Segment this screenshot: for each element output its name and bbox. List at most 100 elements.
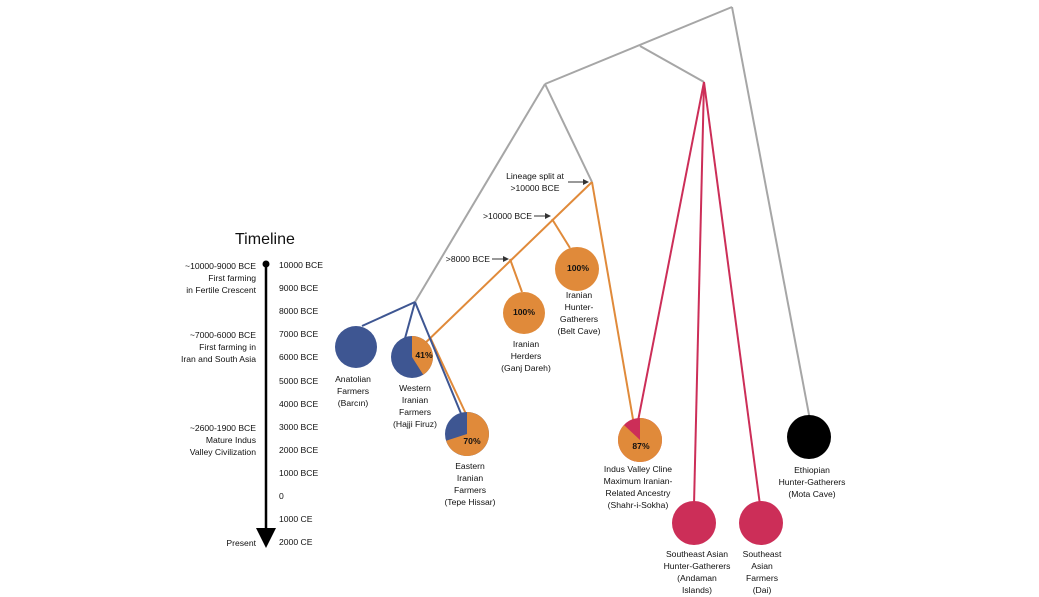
orange-iranian-branches [419, 181, 635, 426]
population-label-line: Maximum Iranian- [603, 476, 673, 486]
timeline-axis [256, 260, 276, 548]
population-label-line: Hunter-Gatherers [663, 561, 731, 571]
population-label-line: Farmers [399, 407, 431, 417]
population-label-line: Hunter-Gatherers [778, 477, 846, 487]
population-label-line: (Barcın) [337, 398, 369, 408]
population-label-line: Gatherers [559, 314, 599, 324]
population-label-line: (Dai) [752, 585, 772, 595]
branch-root-right [731, 6, 811, 421]
population-label-line: Iranian [512, 339, 540, 349]
timeline-event-line: Mature Indus [205, 435, 256, 445]
pie-iranian-hg [555, 247, 599, 291]
pie-eastern-iranian [445, 412, 490, 457]
crimson-asian-branches [637, 81, 761, 506]
timeline-event-line: Iran and South Asia [180, 354, 256, 364]
timeline-tick-label: 0 [279, 491, 284, 501]
timeline-tick-label: 9000 BCE [279, 283, 319, 294]
branch-crimson-andaman [693, 81, 705, 506]
split-annotation-line: >10000 BCE [483, 211, 532, 221]
split-annotation-line: >10000 BCE [510, 183, 560, 193]
population-label-line: Farmers [337, 386, 369, 396]
timeline-tick-label: 7000 BCE [279, 329, 319, 340]
timeline-tick-label: 5000 BCE [279, 375, 319, 386]
timeline-event-line: ~2600-1900 BCE [189, 423, 256, 433]
pie-percent-label: 100% [567, 263, 589, 273]
pie-sea-hg [672, 501, 716, 545]
split-annotation-line: >8000 BCE [445, 254, 490, 264]
branch-root-left [544, 6, 733, 85]
split-annotation: >10000 BCE [470, 210, 532, 222]
population-label-line: Asian [751, 561, 773, 571]
pie-base-iranian-hg [555, 247, 599, 291]
population-label-line: Southeast Asian [665, 549, 729, 559]
population-label-line: (Ganj Dareh) [501, 363, 551, 373]
population-label-line: Iranian [565, 290, 593, 300]
pie-sea-farmers [739, 501, 783, 545]
timeline-title: Timeline [235, 231, 295, 248]
population-label-line: Iranian [401, 395, 429, 405]
population-label-line: Hunter- [564, 302, 594, 312]
timeline-present-label: Present [226, 538, 256, 548]
population-label-line: Farmers [454, 485, 486, 495]
branch-crimson-indus [637, 81, 705, 422]
pie-anatolian [335, 326, 377, 368]
population-label-line: (Mota Cave) [788, 489, 836, 499]
branch-west-right [544, 83, 593, 183]
branch-blue-eastern [414, 301, 463, 417]
timeline-tick-label: 2000 CE [279, 537, 313, 548]
pie-base-iranian-herders [503, 292, 545, 334]
split-annotation-line: Lineage split at [506, 171, 564, 181]
timeline-event-line: Valley Civilization [189, 447, 256, 457]
timeline-event-line: ~7000-6000 BCE [189, 330, 256, 340]
timeline-tick-label: 1000 CE [279, 514, 313, 525]
branch-orange-hissar [429, 336, 467, 415]
pie-base-anatolian [335, 326, 377, 368]
population-label-line: Eastern [455, 461, 485, 471]
population-label-line: (Hajji Firuz) [393, 419, 437, 429]
branch-mid-east [639, 45, 705, 83]
pie-slice-indus-cline [618, 418, 662, 462]
timeline-event-line: ~10000-9000 BCE [185, 261, 256, 271]
pie-ethiopian-hg [787, 415, 831, 459]
pie-base-sea-hg [672, 501, 716, 545]
pie-indus-cline [618, 418, 662, 462]
branch-orange-indus [591, 181, 635, 426]
timeline-tick-label: 2000 BCE [279, 444, 319, 455]
timeline-event-line: First farming [208, 273, 256, 283]
population-label-line: Southeast [742, 549, 782, 559]
annotation-arrows [492, 179, 589, 262]
population-label-line: Western [399, 383, 431, 393]
branch-blue-anatolian [361, 301, 416, 327]
timeline-tick-label: 10000 BCE [279, 260, 323, 270]
population-label-line: (Andaman [677, 573, 717, 583]
pie-percent-label: 87% [632, 441, 650, 451]
timeline-tick-label: 6000 BCE [279, 352, 319, 363]
population-label-line: (Tepe Hissar) [444, 497, 496, 507]
branch-west-left [414, 83, 546, 303]
timeline-tick-label: 1000 BCE [279, 467, 319, 478]
pie-iranian-herders [503, 292, 545, 334]
timeline-tick-label: 3000 BCE [279, 421, 319, 432]
pie-slice-western-iranian [412, 336, 433, 375]
timeline-tick-label: 4000 BCE [279, 398, 319, 409]
population-label-line: Anatolian [335, 374, 371, 384]
pie-base-sea-farmers [739, 501, 783, 545]
population-label-line: Iranian [456, 473, 484, 483]
branch-blue-western [403, 301, 416, 343]
blue-anatolian-branches [361, 301, 463, 417]
population-label-line: Related Ancestry [605, 488, 671, 498]
branch-crimson-dai [703, 81, 761, 506]
population-label-line: (Shahr-i-Sokha) [607, 500, 669, 510]
population-label-line: Farmers [746, 573, 778, 583]
